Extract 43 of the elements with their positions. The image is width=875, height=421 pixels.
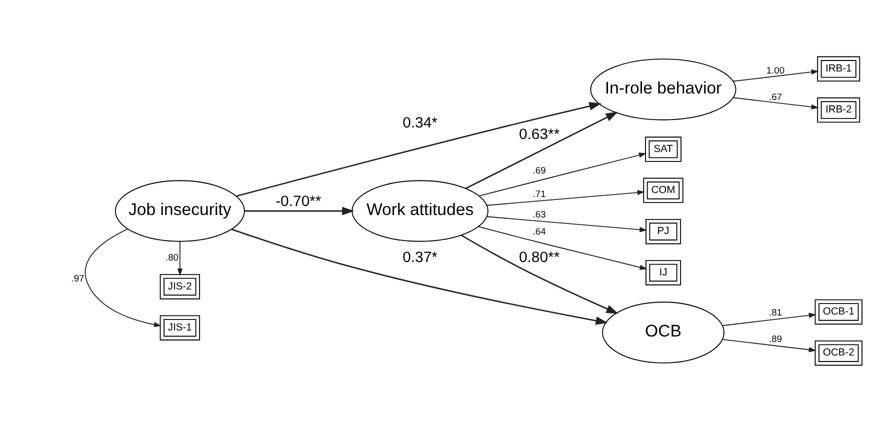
edge-label: -0.70** xyxy=(276,192,322,210)
edge-label: 0.37* xyxy=(402,248,438,266)
arrow xyxy=(177,240,183,276)
node-box: SAT xyxy=(645,136,682,162)
arrow xyxy=(486,189,645,206)
node-ellipse: Job insecurity xyxy=(114,180,245,242)
edge-label: 0.63** xyxy=(518,125,560,142)
arrow xyxy=(722,312,816,326)
arrow xyxy=(486,216,648,232)
arrow xyxy=(84,228,162,327)
node-box: IRB-1 xyxy=(817,56,860,82)
arrow xyxy=(478,226,648,270)
edge-label: .89 xyxy=(769,333,782,344)
arrow xyxy=(232,228,608,324)
node-box: JIS-2 xyxy=(160,274,200,299)
arrow xyxy=(244,206,354,215)
arrow xyxy=(460,234,618,314)
node-box: OCB-1 xyxy=(814,298,862,324)
edge-label: .80 xyxy=(165,252,178,262)
node-box: IRB-2 xyxy=(817,96,860,122)
edge-label: .64 xyxy=(532,226,546,236)
arrow xyxy=(478,152,646,196)
node-ellipse: OCB xyxy=(602,301,724,363)
node-box: COM xyxy=(643,177,684,203)
edge-label: .69 xyxy=(532,165,546,176)
edge-label: 0.34* xyxy=(402,114,438,132)
edge-label: 1.00 xyxy=(766,65,785,76)
edge-label: .81 xyxy=(769,307,782,318)
node-box: OCB-2 xyxy=(814,340,862,366)
arrow xyxy=(236,102,602,196)
node-ellipse: Work attitudes xyxy=(352,180,488,242)
arrow xyxy=(722,338,816,352)
edge-label: .97 xyxy=(71,273,84,284)
node-box: JIS-1 xyxy=(160,314,200,340)
edge-label: .63 xyxy=(532,209,546,220)
node-box: PJ xyxy=(645,218,682,244)
edge-label: 0.80** xyxy=(518,248,560,266)
arrow xyxy=(732,68,819,82)
arrow xyxy=(732,96,819,110)
arrow xyxy=(465,111,618,189)
edge-label: .67 xyxy=(769,91,782,102)
edge-label: .71 xyxy=(532,188,546,198)
node-box: IJ xyxy=(645,260,682,285)
